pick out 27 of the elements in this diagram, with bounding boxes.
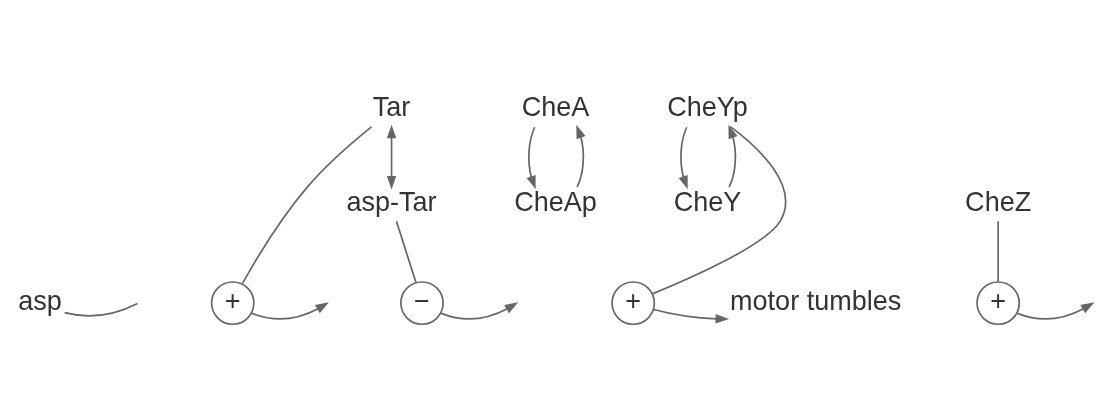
node-text: asp-Tar bbox=[346, 186, 437, 217]
node-circle: + bbox=[976, 281, 1021, 326]
arrow bbox=[728, 124, 738, 188]
arrow bbox=[251, 302, 329, 320]
connector bbox=[651, 125, 787, 295]
connector bbox=[63, 302, 139, 317]
arrow bbox=[1016, 302, 1095, 320]
arrow bbox=[386, 124, 397, 190]
connector bbox=[997, 220, 999, 283]
arrow bbox=[653, 308, 730, 324]
node-text: asp bbox=[18, 285, 62, 316]
node-circle: + bbox=[210, 281, 255, 326]
arrow bbox=[440, 302, 519, 320]
arrow bbox=[678, 126, 688, 190]
node-text: Tar bbox=[372, 92, 411, 123]
arrow bbox=[576, 124, 586, 188]
connector bbox=[241, 126, 373, 285]
node-text: CheY bbox=[673, 186, 742, 217]
node-circle: − bbox=[400, 281, 444, 326]
node-text: CheZ bbox=[965, 186, 1032, 217]
connector bbox=[395, 220, 417, 284]
node-text: motor tumbles bbox=[730, 285, 902, 316]
node-text: CheAp bbox=[514, 186, 597, 217]
node-text: CheA bbox=[521, 92, 590, 123]
node-circle: + bbox=[611, 281, 656, 326]
node-text: CheYp bbox=[667, 92, 748, 123]
arrow bbox=[526, 126, 536, 190]
